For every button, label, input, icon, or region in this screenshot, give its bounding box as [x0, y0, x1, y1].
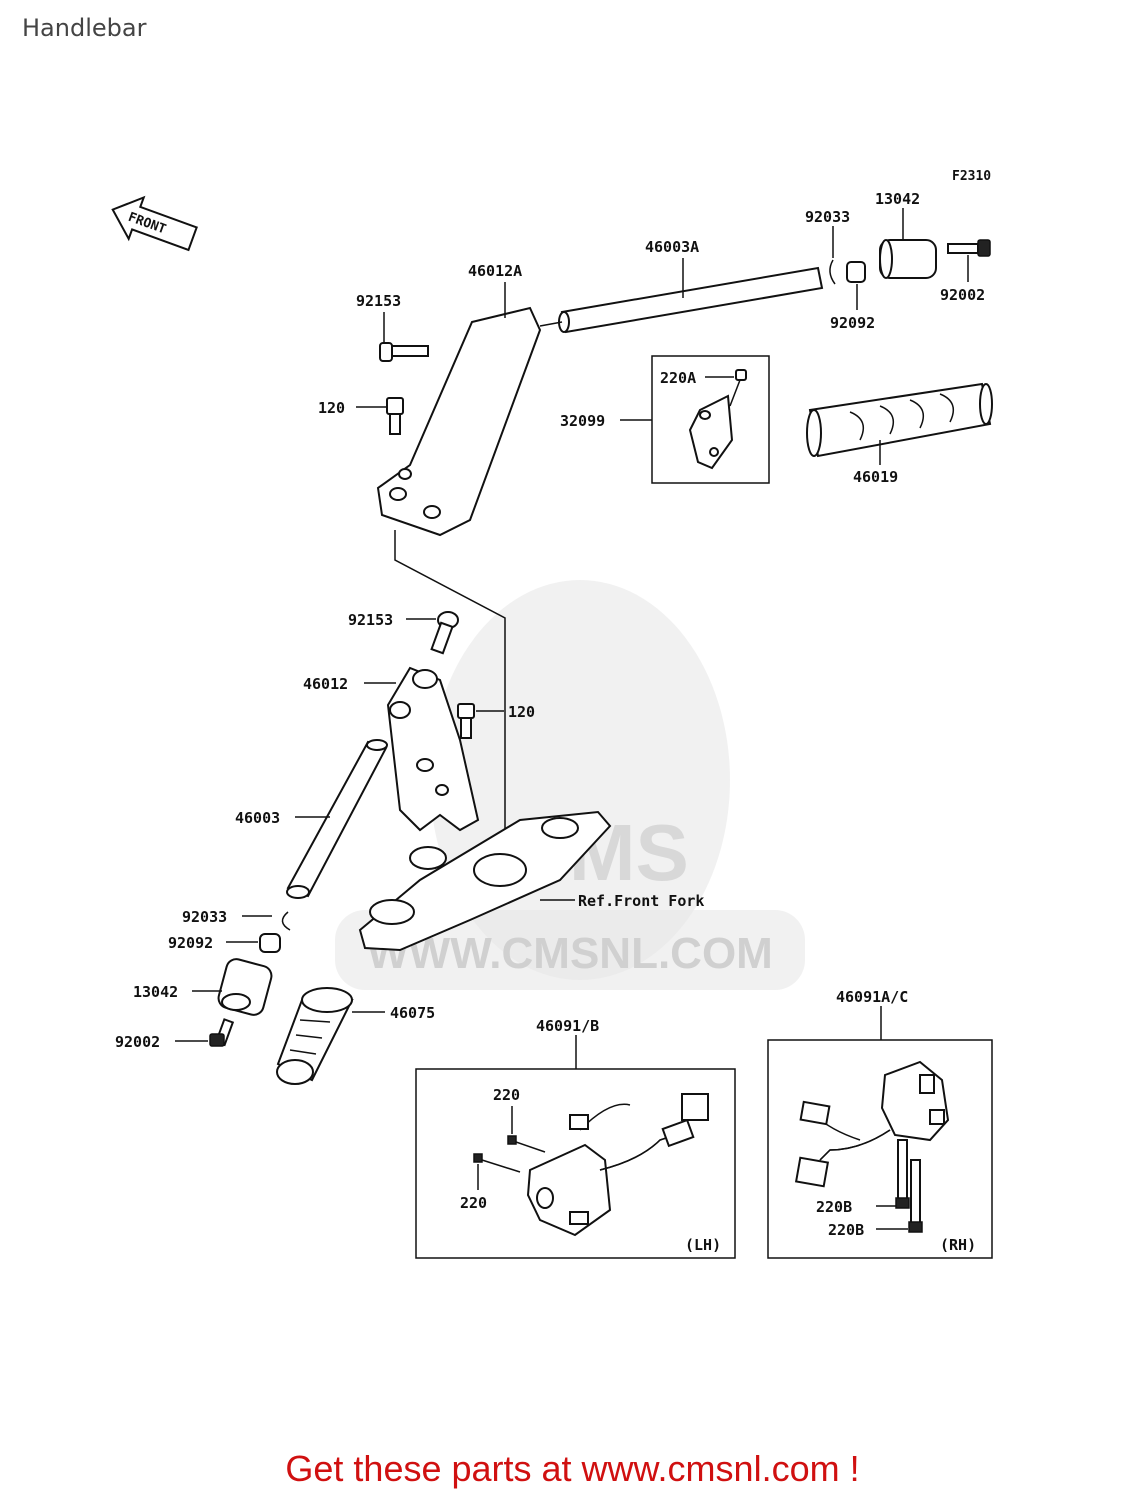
- page-title: Handlebar: [22, 14, 147, 42]
- callout-46012A: 46012A: [468, 262, 522, 280]
- lh-switch-housing: [526, 1093, 709, 1237]
- callout-220A: 220A: [660, 369, 696, 387]
- handlebar-clamp-46012: [386, 666, 480, 832]
- rh-side-label: (RH): [940, 1236, 976, 1254]
- bolt-92153-top: [379, 342, 429, 362]
- callout-120-top: 120: [318, 399, 345, 417]
- callout-92033-bottom: 92033: [182, 908, 227, 926]
- callout-46019: 46019: [853, 468, 898, 486]
- callout-92153-mid: 92153: [348, 611, 393, 629]
- handlebar-pipe-46003A: [539, 266, 824, 334]
- throttle-housing-32099: [688, 394, 734, 470]
- footer-promo-link[interactable]: Get these parts at www.cmsnl.com !: [285, 1448, 860, 1489]
- watermark-url: WWW.CMSNL.COM: [367, 929, 773, 978]
- leader-connector: [394, 530, 506, 890]
- screw-220-a: [507, 1135, 546, 1153]
- callout-13042-bottom: 13042: [133, 983, 178, 1001]
- ref-front-fork: Ref.Front Fork: [578, 892, 704, 910]
- grip-46075: [276, 987, 354, 1085]
- callout-13042-top: 13042: [875, 190, 920, 208]
- handlebar-clamp-46012A: [376, 306, 542, 537]
- grip-46019: [806, 382, 993, 458]
- bolt-120-top: [386, 397, 404, 435]
- triple-clamp-front-fork: [358, 810, 612, 952]
- screw-220-b: [473, 1153, 521, 1173]
- weight-13042-bottom: [217, 958, 273, 1016]
- weight-13042-top: [879, 239, 937, 279]
- lh-side-label: (LH): [685, 1236, 721, 1254]
- handlebar-pipe-46003: [286, 739, 388, 899]
- callout-120-mid: 120: [508, 703, 535, 721]
- bolt-120-mid: [457, 703, 475, 739]
- snap-ring-92033-top: [829, 259, 836, 285]
- damper-92092-top: [846, 261, 866, 283]
- bolt-92153-mid: [430, 611, 459, 655]
- front-arrow-icon: FRONT: [111, 195, 198, 252]
- bolt-92002-top: [947, 239, 991, 257]
- callout-92092-bottom: 92092: [168, 934, 213, 952]
- callout-92153-top: 92153: [356, 292, 401, 310]
- callout-92092-top: 92092: [830, 314, 875, 332]
- rh-part-number: 46091A/C: [836, 988, 908, 1006]
- box-rh-switch: [767, 1039, 993, 1259]
- callout-220B-a: 220B: [816, 1198, 852, 1216]
- callout-46003A: 46003A: [645, 238, 699, 256]
- callout-46075: 46075: [390, 1004, 435, 1022]
- snap-ring-92033-bottom: [281, 911, 291, 931]
- rh-switch-housing: [794, 1060, 950, 1188]
- screw-220A: [729, 369, 747, 407]
- bolt-220B-a: [895, 1139, 910, 1209]
- callout-220-b: 220: [460, 1194, 487, 1212]
- bolt-220B-b: [908, 1159, 923, 1233]
- callout-92002-bottom: 92002: [115, 1033, 160, 1051]
- figure-code: F2310: [952, 169, 991, 184]
- callout-220-a: 220: [493, 1086, 520, 1104]
- bolt-92002-bottom: [209, 1018, 235, 1047]
- lh-part-number: 46091/B: [536, 1017, 599, 1035]
- callout-92033-top: 92033: [805, 208, 850, 226]
- callout-32099: 32099: [560, 412, 605, 430]
- damper-92092-bottom: [259, 933, 281, 953]
- callout-46003: 46003: [235, 809, 280, 827]
- callout-46012: 46012: [303, 675, 348, 693]
- callout-220B-b: 220B: [828, 1221, 864, 1239]
- callout-92002-top: 92002: [940, 286, 985, 304]
